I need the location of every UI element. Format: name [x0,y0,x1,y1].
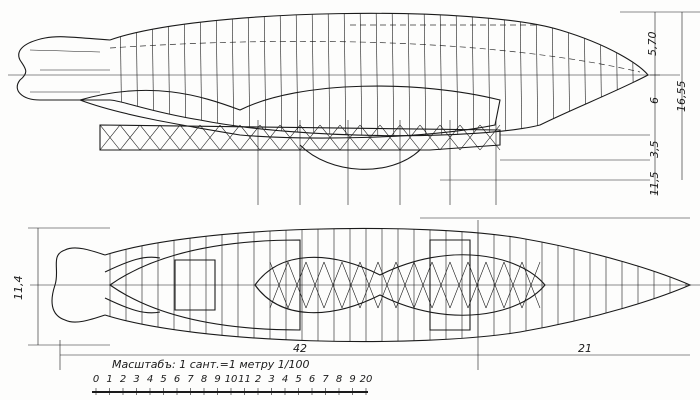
plan-view [28,217,700,370]
hull-rib [359,13,363,136]
scale-tick-label: 20 [359,374,373,385]
truss-brace [359,124,381,151]
scale-tick-label: 3 [268,374,275,385]
scale-tick-label: 5 [160,374,167,385]
hull-rib [455,13,459,136]
dim-label-top: 5,70 [646,31,659,57]
scale-tick-label: 4 [146,374,154,385]
scale-tick-label: 6 [308,374,316,385]
dim-label-width: 11,4 [12,275,25,301]
truss-brace [305,261,325,309]
hull-rib [279,13,283,136]
truss-brace [259,124,281,151]
truss-brace [219,124,241,151]
gondola-frame [78,85,501,139]
scale-tick-label: 9 [214,374,221,385]
hull-rib [295,13,299,136]
hull-rib [407,13,411,136]
truss-brace [459,124,481,151]
scale-tick-label: 5 [295,374,302,385]
scale-tick-label: 7 [187,374,194,385]
truss-brace [485,261,505,309]
scale-tick-label: 2 [119,374,127,385]
hull-rib [231,13,235,136]
hull-rib [471,13,475,136]
truss-brace [377,261,397,309]
truss-brace [521,261,541,309]
truss-brace [467,261,487,309]
truss-brace [287,261,307,309]
hull-rib [343,13,347,136]
truss-brace [199,124,221,151]
scale-tick-label: 8 [335,374,343,385]
scale-tick-label: 3 [133,374,140,385]
truss-brace [359,261,379,309]
scale-tick-label: 2 [254,374,262,385]
tail-fin [16,36,111,101]
side-view [8,11,700,205]
scale-tick-label: 6 [173,374,181,385]
truss-brace [413,261,433,309]
dim-label-gondola: 3,5 [648,140,661,159]
hull-rib [247,13,251,136]
dim-label-bottom: 11,5 [648,171,661,197]
scale-title: Масштабъ: 1 сант.=1 метру 1/100 [112,358,310,371]
hull-rib [503,13,507,136]
truss-brace [119,124,141,151]
truss-brace [319,124,341,151]
truss-brace [379,124,401,151]
truss-brace [139,124,161,151]
dim-label-length-nose: 21 [578,342,592,355]
hull-rib [375,13,379,136]
scale-bar [92,388,368,395]
scale-tick-label: 7 [322,374,329,385]
truss-brace [159,124,181,151]
truss-brace [399,124,421,151]
truss-brace [239,124,261,151]
dim-label-length-main: 42 [293,342,307,355]
truss-brace [179,124,201,151]
scale-tick-label: 1 [106,374,113,385]
hull-rib [311,13,315,136]
truss-brace [503,261,523,309]
truss-brace [279,124,301,151]
truss-brace [299,124,321,151]
dim-label-hull: 6 [648,97,661,104]
truss-brace [419,124,441,151]
truss-brace [99,124,121,151]
truss-brace [449,261,469,309]
truss-brace [431,261,451,309]
truss-brace [269,261,289,309]
hull-rib [327,13,331,136]
truss-brace [479,124,501,151]
dim-label-total-height: 16,55 [675,80,688,113]
scale-tick-label: 0 [92,374,100,385]
truss-brace [395,261,415,309]
scale-tick-label: 4 [281,374,289,385]
hull-rib [439,13,443,136]
scale-tick-label: 10 [224,374,238,385]
hull-rib [263,13,267,136]
scale-tick-label: 9 [349,374,356,385]
truss-brace [323,261,343,309]
hull-rib [519,13,523,136]
scale-tick-label: 11 [238,374,251,385]
hull-rib [391,13,395,136]
gondola-plan [254,254,546,316]
hull-rib [423,13,427,136]
scale-tick-label: 8 [200,374,208,385]
hull-rib [535,13,539,136]
hull-rib [487,13,491,136]
truss-brace [341,261,361,309]
truss-brace [339,124,361,151]
